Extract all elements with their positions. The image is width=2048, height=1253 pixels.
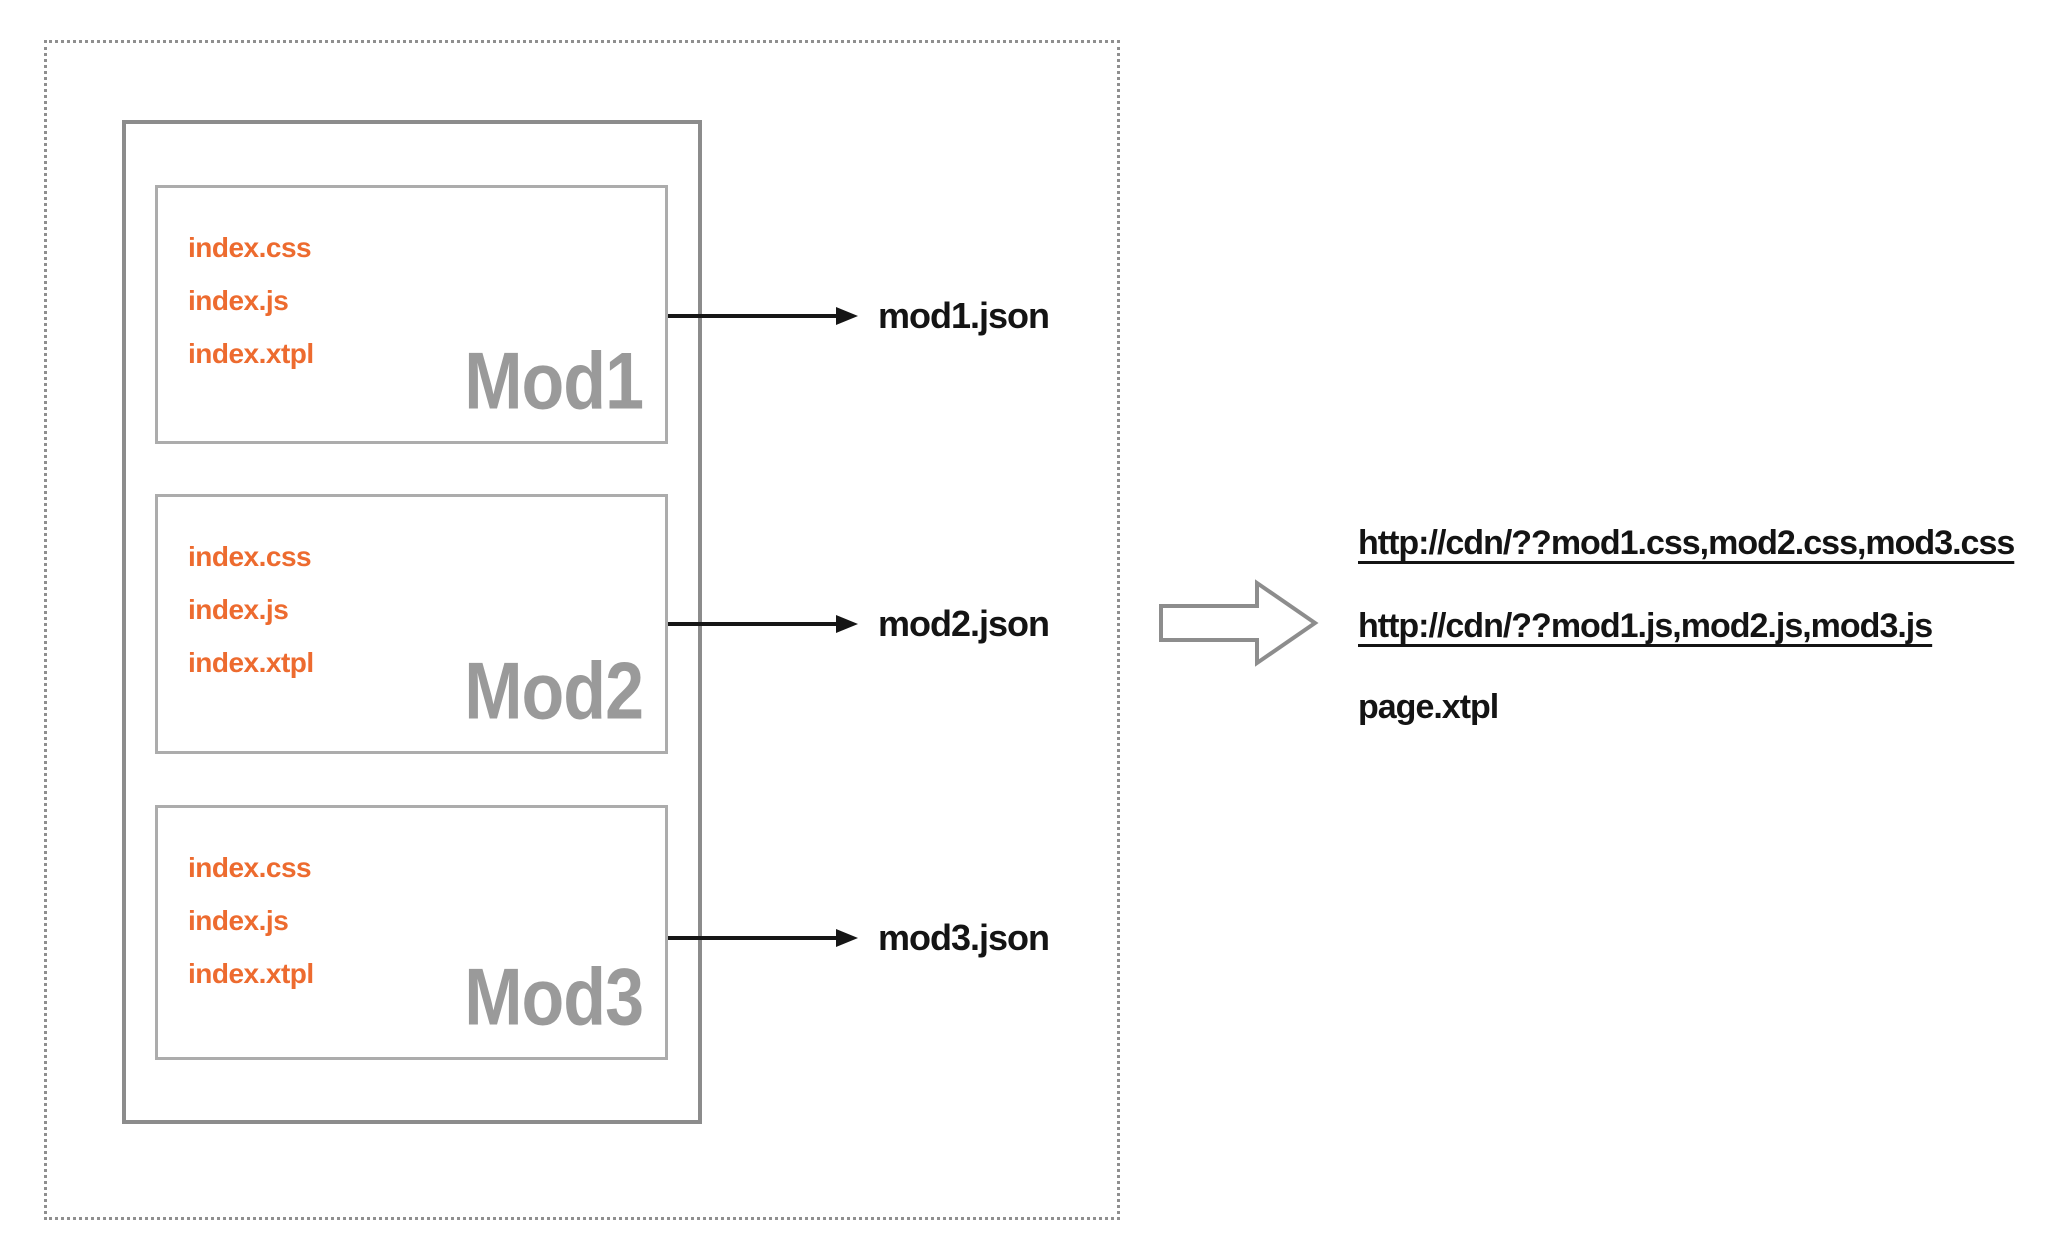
module-config-label-mod3: mod3.json (878, 917, 1050, 958)
module-config-label-mod1: mod1.json (878, 295, 1050, 336)
module-file-list: index.css index.js index.xtpl (188, 530, 314, 689)
cdn-combo-js-url: http://cdn/??mod1.js,mod2.js,mod3.js (1358, 607, 1933, 645)
module-file-list: index.css index.js index.xtpl (188, 841, 314, 1000)
module-box-mod2: index.css index.js index.xtpl Mod2 (155, 494, 668, 754)
module-file-list: index.css index.js index.xtpl (188, 221, 314, 380)
file-label: index.js (188, 594, 289, 625)
module-name-label: Mod2 (464, 645, 644, 736)
module-config-label-mod2: mod2.json (878, 603, 1050, 644)
arrow-line-mod3 (668, 936, 838, 940)
cdn-combo-css-url: http://cdn/??mod1.css,mod2.css,mod3.css (1358, 524, 2015, 562)
module-name-label: Mod3 (464, 951, 644, 1042)
arrow-head-icon (836, 615, 858, 633)
arrow-line-mod2 (668, 622, 838, 626)
page-boundary-dotted-frame (44, 40, 1120, 1220)
block-right-arrow-icon (1159, 579, 1319, 667)
arrow-line-mod1 (668, 314, 838, 318)
file-label: index.css (188, 852, 312, 883)
module-name-label: Mod1 (464, 335, 644, 426)
module-box-mod3: index.css index.js index.xtpl Mod3 (155, 805, 668, 1060)
page-template-label: page.xtpl (1358, 688, 1499, 726)
arrow-head-icon (836, 929, 858, 947)
module-box-mod1: index.css index.js index.xtpl Mod1 (155, 185, 668, 444)
arrow-head-icon (836, 307, 858, 325)
file-label: index.xtpl (188, 338, 314, 369)
file-label: index.xtpl (188, 958, 314, 989)
file-label: index.css (188, 232, 312, 263)
file-label: index.js (188, 285, 289, 316)
file-label: index.xtpl (188, 647, 314, 678)
file-label: index.css (188, 541, 312, 572)
file-label: index.js (188, 905, 289, 936)
